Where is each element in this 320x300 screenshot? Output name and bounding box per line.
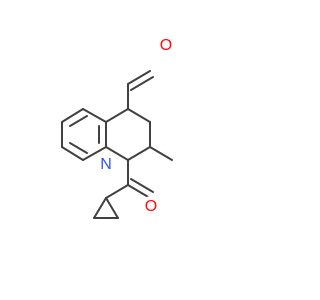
bond-cho-o-1 bbox=[127, 70, 151, 85]
bond-n1-c8a bbox=[105, 146, 129, 161]
bond-benzene-4 bbox=[82, 146, 107, 161]
bond-benzene-1 bbox=[61, 108, 84, 123]
atom-labels: O N O bbox=[97, 35, 175, 215]
bonds bbox=[61, 70, 173, 219]
bond-benzene-1-inner bbox=[69, 115, 88, 127]
bond-c2-n1 bbox=[127, 146, 151, 161]
atom-oxygen-aldehyde: O bbox=[157, 35, 175, 54]
bond-cyclopropyl-1 bbox=[93, 197, 107, 219]
bond-c4-c3 bbox=[127, 108, 151, 123]
bond-co-o-1 bbox=[127, 184, 151, 199]
bond-cyclopropyl-3 bbox=[105, 197, 119, 219]
atom-label-nitrogen-ring: N bbox=[100, 156, 112, 173]
bond-co-o-2 bbox=[130, 178, 154, 193]
bond-c2-methyl bbox=[149, 146, 173, 161]
molecule-structure: O N O bbox=[61, 35, 175, 219]
atom-oxygen-carbonyl: O bbox=[142, 196, 160, 215]
atom-label-oxygen-aldehyde: O bbox=[160, 37, 172, 54]
bond-cho-o-2 bbox=[130, 76, 154, 91]
atom-nitrogen-ring: N bbox=[97, 154, 115, 173]
atom-label-oxygen-carbonyl: O bbox=[145, 198, 157, 215]
bond-co-cyclopropyl bbox=[105, 184, 129, 199]
bond-benzene-6 bbox=[82, 108, 107, 123]
bond-benzene-3 bbox=[61, 146, 84, 161]
bond-benzene-3-inner bbox=[69, 142, 88, 154]
bond-c4a-c4 bbox=[105, 108, 129, 123]
